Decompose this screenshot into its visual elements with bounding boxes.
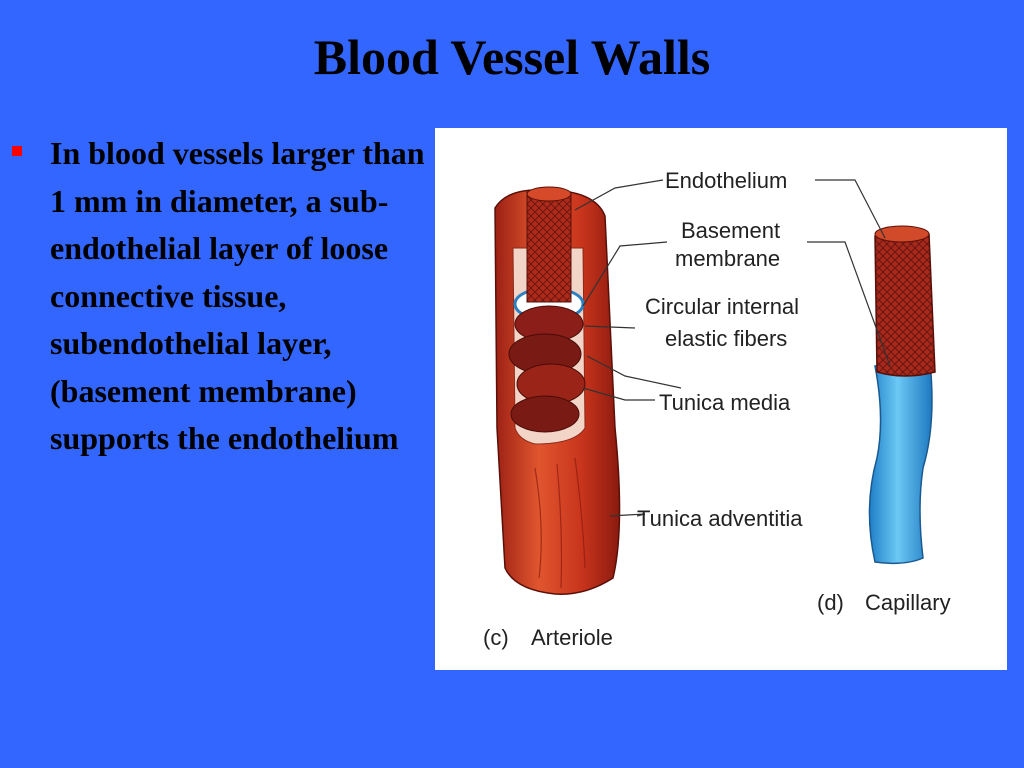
- label-basement-line1: Basement: [681, 218, 780, 243]
- slide-title: Blood Vessel Walls: [313, 29, 711, 85]
- caption-c-letter: (c): [483, 625, 509, 650]
- label-basement-line2: membrane: [675, 246, 780, 271]
- leader-lines: [574, 179, 891, 517]
- capillary-illustration: [868, 225, 936, 565]
- label-tunica-media: Tunica media: [659, 390, 791, 415]
- caption-d-letter: (d): [817, 590, 844, 615]
- vessel-diagram: Endothelium Basement membrane Circular i…: [435, 128, 1007, 670]
- label-circular-line1: Circular internal: [645, 294, 799, 319]
- label-circular-line2: elastic fibers: [665, 326, 787, 351]
- arteriole-illustration: [494, 186, 621, 595]
- bullet-marker-icon: [12, 146, 22, 156]
- caption-arteriole: Arteriole: [531, 625, 613, 650]
- label-tunica-adventitia: Tunica adventitia: [637, 506, 803, 531]
- label-endothelium: Endothelium: [665, 168, 787, 193]
- bullet-text: In blood vessels larger than 1 mm in dia…: [50, 135, 425, 456]
- caption-capillary: Capillary: [865, 590, 951, 615]
